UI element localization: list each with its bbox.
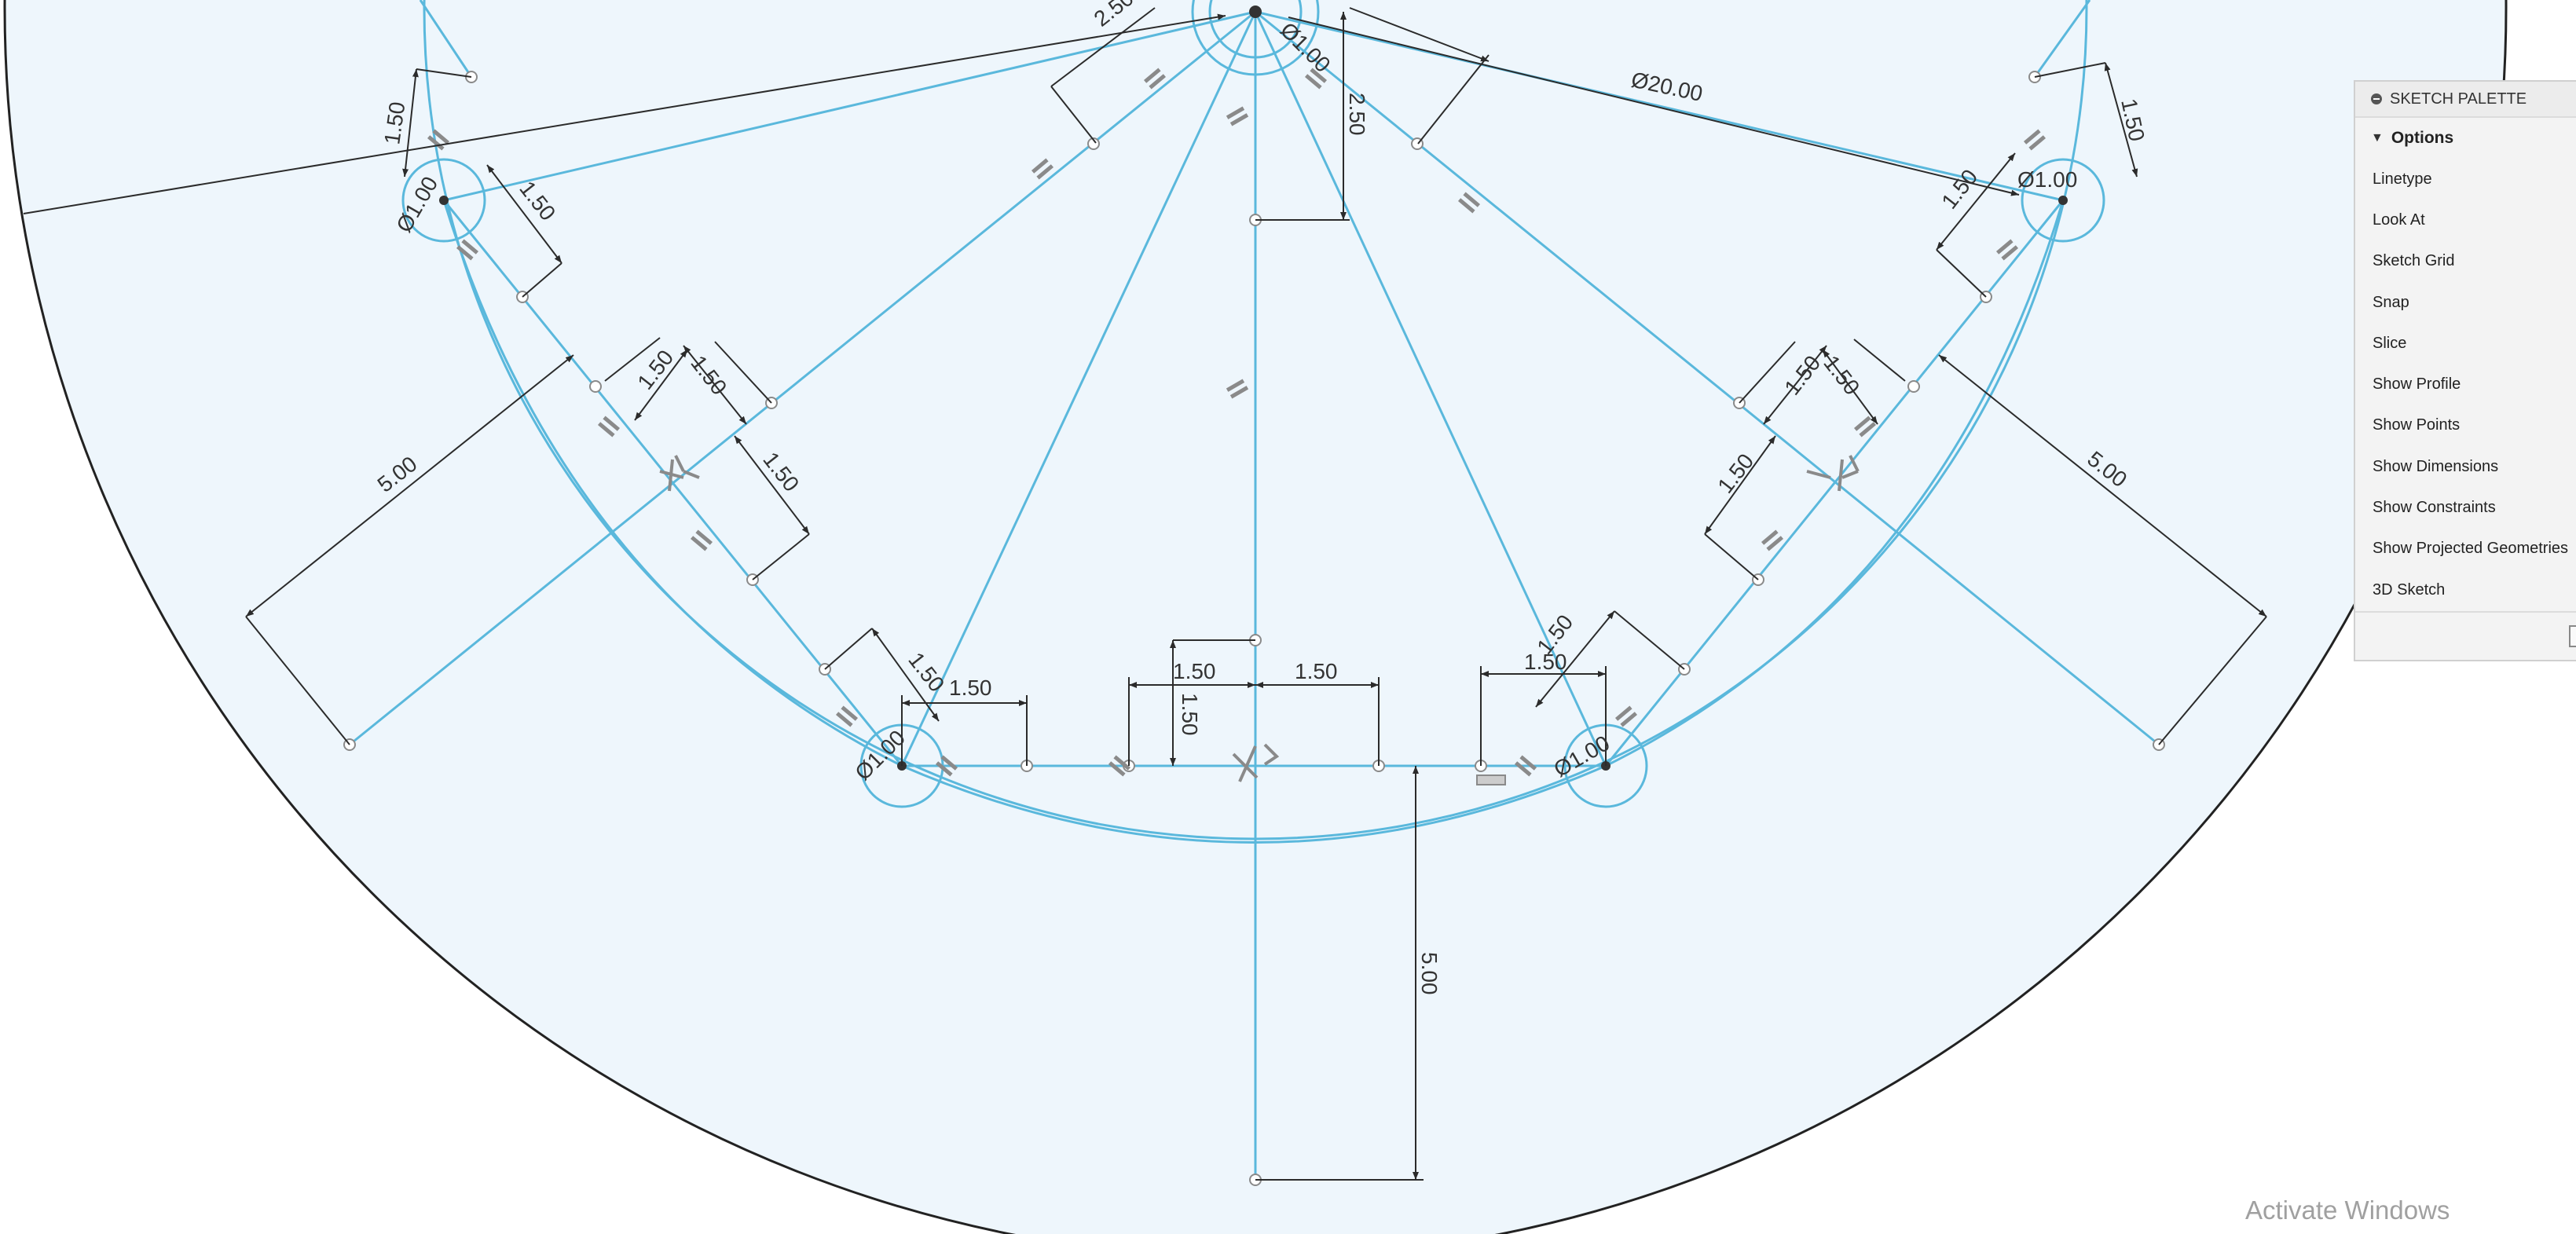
coincident-glyphs[interactable] [659,455,1860,785]
activate-windows-watermark: Activate Windows [2245,1196,2450,1225]
dim-br-150a: 1.50 [1524,650,1567,674]
dim-bottom-500: 5.00 [1417,952,1442,995]
left-arc [442,200,903,767]
options-section-label: Options [2391,129,2454,147]
palette-header[interactable]: SKETCH PALETTE [2355,82,2576,118]
option-3d-sketch[interactable]: 3D Sketch [2373,580,2446,599]
finish-sketch-button[interactable] [2569,625,2576,647]
option-show-dimensions[interactable]: Show Dimensions [2373,457,2499,475]
palette-title: SKETCH PALETTE [2390,90,2527,108]
option-show-projected-geometries[interactable]: Show Projected Geometries [2373,540,2569,558]
option-show-points[interactable]: Show Points [2373,416,2461,434]
option-look-at[interactable]: Look At [2373,211,2425,229]
option-sketch-grid[interactable]: Sketch Grid [2373,252,2455,270]
hole-left [401,158,486,243]
options-section-toggle[interactable]: ▼ Options [2355,118,2576,159]
option-linetype[interactable]: Linetype [2373,170,2432,188]
option-show-profile[interactable]: Show Profile [2373,375,2461,394]
triangle-down-icon: ▼ [2371,131,2384,145]
right-arc [1605,200,2065,767]
dim-center-150b: 1.50 [1295,659,1338,683]
center-points [439,5,2068,771]
dim-center-150c: 1.50 [1178,693,1202,736]
collapse-icon[interactable] [2371,93,2382,104]
sketch-palette: SKETCH PALETTE ▼ Options Linetype Look A… [2354,80,2576,661]
hole-right [2021,158,2105,243]
constraint-glyphs[interactable] [427,68,2047,777]
dim-top-vertical: 2.50 [1345,93,1369,136]
dim-center-150a: 1.50 [1173,659,1216,683]
option-snap[interactable]: Snap [2373,293,2409,311]
option-slice[interactable]: Slice [2373,334,2407,352]
dim-left-150a: 1.50 [379,101,409,146]
palette-footer [2355,611,2576,660]
dimension-lines[interactable] [23,7,2267,1181]
dim-right-dia: Ø1.00 [2017,167,2077,192]
dim-bl-150b: 1.50 [949,676,992,700]
option-show-constraints[interactable]: Show Constraints [2373,499,2496,517]
